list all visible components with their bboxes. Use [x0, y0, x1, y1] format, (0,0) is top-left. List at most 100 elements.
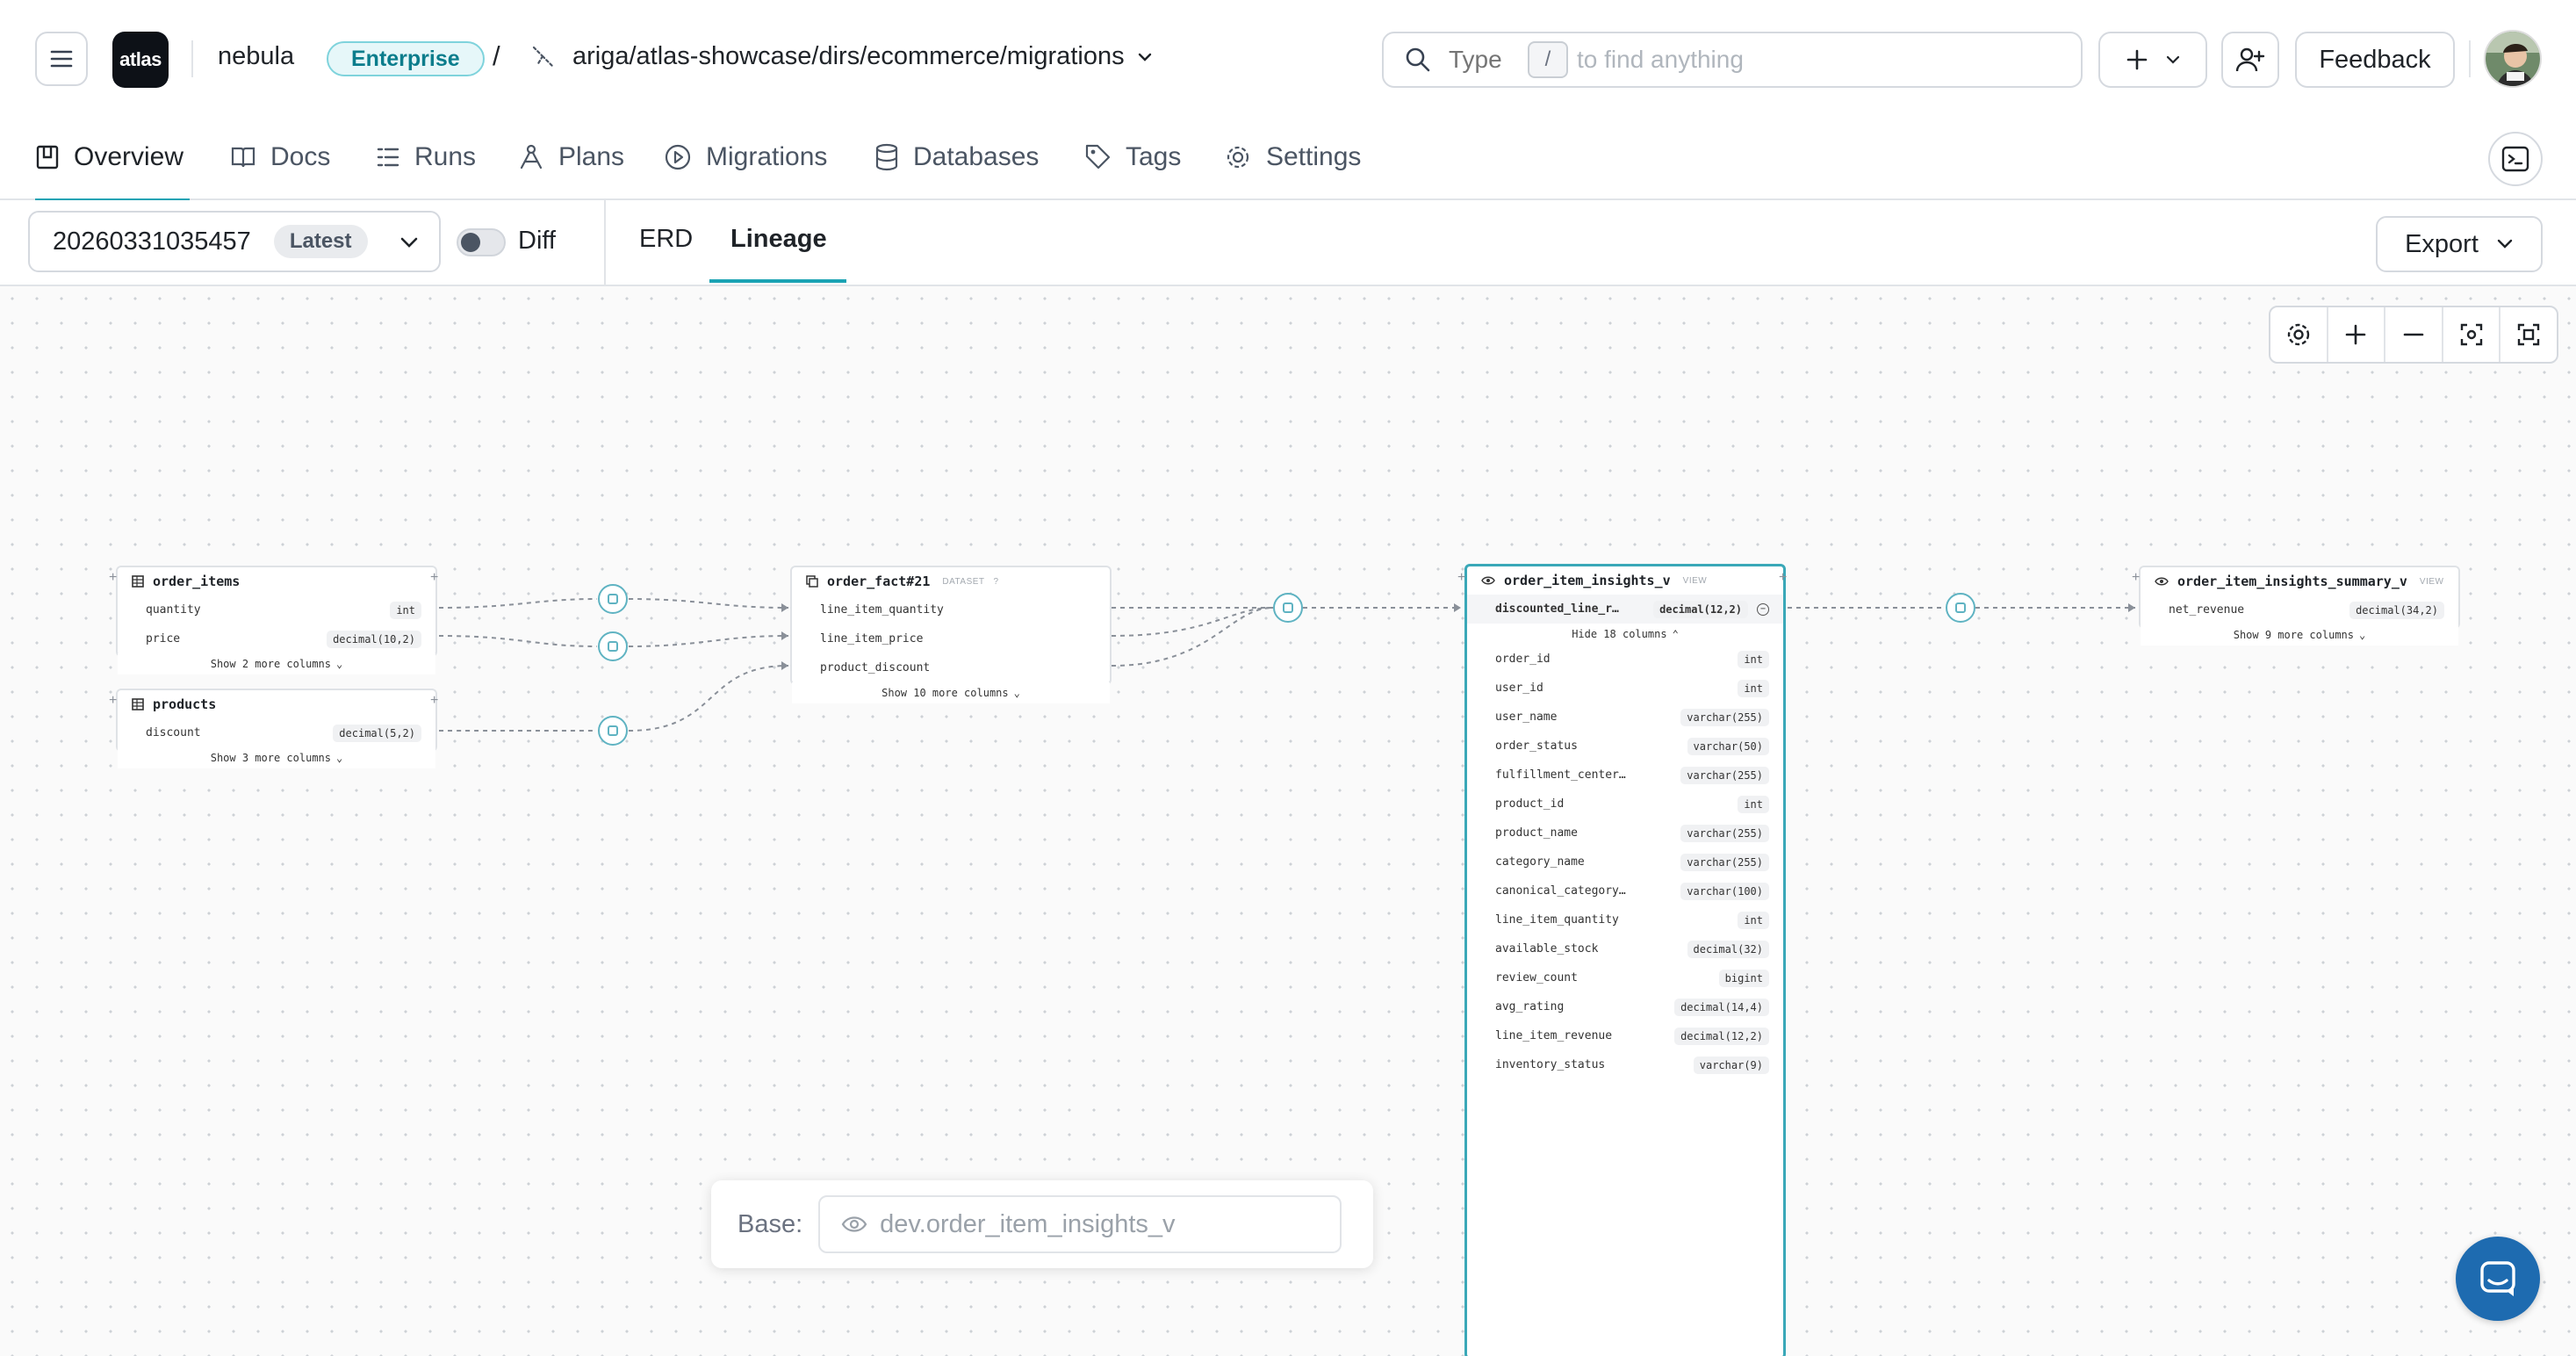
- expand-downstream-icon[interactable]: +: [430, 570, 439, 585]
- avatar[interactable]: [2484, 30, 2542, 88]
- expand-upstream-icon[interactable]: +: [2132, 570, 2141, 585]
- transform-icon: [608, 594, 618, 604]
- edge-arrow: [781, 603, 788, 612]
- info-icon[interactable]: ?: [993, 576, 999, 587]
- tab-plans[interactable]: Plans: [518, 141, 624, 200]
- tab-overview[interactable]: Overview: [35, 141, 190, 202]
- version-select[interactable]: 20260331035457 Latest: [28, 211, 441, 272]
- repo-path-selector[interactable]: ariga/atlas-showcase/dirs/ecommerce/migr…: [572, 42, 1153, 71]
- column-type: decimal(34,2): [2349, 601, 2444, 619]
- column-row[interactable]: line_item_price: [820, 632, 924, 646]
- transform-node[interactable]: [598, 584, 628, 614]
- expand-upstream-icon[interactable]: +: [109, 693, 118, 708]
- fit-view-icon: [2517, 323, 2540, 346]
- column-type: varchar(255): [1680, 766, 1769, 784]
- column-row[interactable]: fulfillment_center…varchar(255): [1467, 761, 1783, 790]
- node-order-item-insights-v[interactable]: order_item_insights_v VIEW discounted_li…: [1464, 564, 1786, 1356]
- column-row[interactable]: canonical_category…varchar(100): [1467, 876, 1783, 905]
- divider: [604, 200, 606, 286]
- zoom-out-button[interactable]: [2385, 307, 2443, 362]
- canvas-settings-button[interactable]: [2270, 307, 2328, 362]
- menu-button[interactable]: [35, 32, 88, 86]
- org-name[interactable]: nebula: [218, 42, 295, 70]
- search-box[interactable]: / to find anything: [1382, 32, 2083, 88]
- hide-columns-button[interactable]: Hide 18 columns⌃: [1467, 624, 1783, 645]
- tab-runs[interactable]: Runs: [376, 141, 476, 200]
- focus-selection-button[interactable]: [2443, 307, 2501, 362]
- column-type: int: [390, 601, 421, 619]
- lineage-toolbar: 20260331035457 Latest Diff ERD Lineage E…: [0, 200, 2576, 286]
- node-kind-label: VIEW: [1682, 575, 1708, 586]
- transform-icon: [1283, 602, 1293, 613]
- chevron-down-icon: [400, 237, 418, 248]
- atlas-logo[interactable]: atlas: [112, 32, 169, 88]
- expand-downstream-icon[interactable]: +: [430, 693, 439, 708]
- tab-databases[interactable]: Databases: [874, 141, 1039, 200]
- expand-downstream-icon[interactable]: +: [1779, 570, 1788, 585]
- transform-node[interactable]: [1273, 593, 1303, 623]
- tab-settings[interactable]: Settings: [1224, 141, 1361, 200]
- zoom-in-button[interactable]: [2328, 307, 2386, 362]
- transform-node[interactable]: [598, 716, 628, 746]
- invite-user-button[interactable]: [2221, 32, 2279, 88]
- tab-tags[interactable]: Tags: [1083, 141, 1181, 200]
- fit-view-button[interactable]: [2500, 307, 2557, 362]
- project-nav: Overview Docs Runs Plans Migrations Data…: [0, 125, 2576, 202]
- export-button[interactable]: Export: [2376, 216, 2543, 272]
- chat-support-button[interactable]: [2456, 1237, 2540, 1321]
- column-type: bigint: [1718, 969, 1769, 987]
- transform-node[interactable]: [598, 631, 628, 661]
- show-more-columns-button[interactable]: Show 10 more columns⌄: [792, 682, 1110, 703]
- focused-column-row[interactable]: discounted_line_r… decimal(12,2)−: [1467, 595, 1783, 624]
- tab-migrations[interactable]: Migrations: [664, 141, 827, 200]
- search-input[interactable]: [1449, 46, 1519, 74]
- base-object-field[interactable]: dev.order_item_insights_v: [818, 1195, 1342, 1253]
- diff-toggle[interactable]: [457, 228, 506, 256]
- chevron-up-icon: ⌃: [1672, 628, 1679, 640]
- tab-erd[interactable]: ERD: [639, 225, 694, 253]
- create-new-button[interactable]: [2098, 32, 2207, 88]
- expand-upstream-icon[interactable]: +: [1457, 570, 1466, 585]
- node-order-item-insights-summary-v[interactable]: order_item_insights_summary_v VIEW net_r…: [2139, 566, 2460, 646]
- tab-lineage[interactable]: Lineage: [730, 225, 827, 253]
- column-row[interactable]: product_discount: [820, 661, 931, 674]
- column-row[interactable]: line_item_quantity: [820, 603, 944, 617]
- feedback-button[interactable]: Feedback: [2295, 32, 2455, 88]
- table-icon: [132, 575, 144, 588]
- node-header: products: [118, 690, 435, 718]
- expand-upstream-icon[interactable]: +: [109, 570, 118, 585]
- show-more-columns-button[interactable]: Show 9 more columns⌄: [2141, 624, 2458, 646]
- tab-docs[interactable]: Docs: [230, 141, 330, 200]
- edge-fact-j4b: [1111, 607, 1274, 637]
- column-type: varchar(255): [1680, 824, 1769, 842]
- column-type: varchar(255): [1680, 853, 1769, 871]
- gear-icon: [2287, 323, 2309, 346]
- show-more-columns-button[interactable]: Show 3 more columns⌄: [118, 747, 435, 768]
- column-type: decimal(5,2): [333, 724, 421, 742]
- clear-focus-icon[interactable]: −: [1757, 602, 1769, 616]
- transform-node[interactable]: [1946, 593, 1975, 623]
- show-more-columns-button[interactable]: Show 2 more columns⌄: [118, 653, 435, 674]
- terminal-button[interactable]: [2488, 132, 2543, 186]
- node-order-fact[interactable]: order_fact#21 DATASET ? line_item_quanti…: [790, 566, 1112, 703]
